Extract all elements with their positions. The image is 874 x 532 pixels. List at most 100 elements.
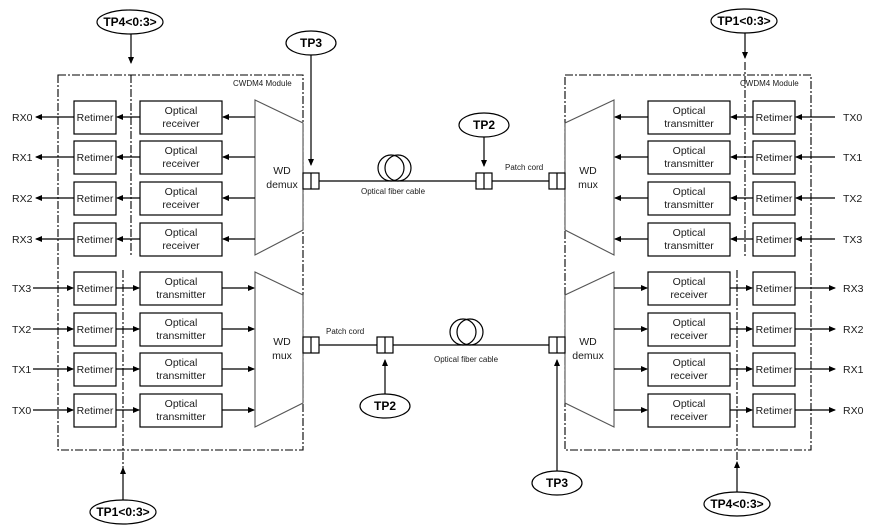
right-tx-retimer — [752, 222, 796, 257]
left-optical-transmitter — [139, 393, 223, 428]
right-rx-retimer — [752, 312, 796, 347]
right-receiver-label-1: Optical — [673, 317, 706, 329]
right-tx-retimer-label: Retimer — [756, 112, 793, 124]
right-receiver-label-1: Optical — [673, 276, 706, 288]
left-rx-signal: RX3 — [12, 234, 33, 246]
right-rx-signal: RX0 — [843, 405, 864, 417]
left-receiver-label-1: Optical — [165, 105, 198, 117]
right-rx-retimer — [752, 352, 796, 387]
bottom-fiber-cable-label: Optical fiber cable — [434, 355, 499, 364]
left-optical-transmitter — [139, 352, 223, 387]
left-wd-demux — [254, 99, 304, 256]
bottom-fiber-link — [302, 318, 566, 354]
left-transmitter-label-1: Optical — [165, 276, 198, 288]
right-tx-signal: TX3 — [843, 234, 862, 246]
right-rx-retimer — [752, 393, 796, 428]
right-rx-retimer-label: Retimer — [756, 405, 793, 417]
right-receiver-label-1: Optical — [673, 357, 706, 369]
right-mux-label-1: WD — [579, 165, 597, 177]
left-transmitter-label-1: Optical — [165, 398, 198, 410]
right-transmitter-label-1: Optical — [673, 105, 706, 117]
right-optical-transmitter — [647, 100, 731, 135]
right-rx-retimer-label: Retimer — [756, 283, 793, 295]
left-tx-retimer-label: Retimer — [77, 364, 114, 376]
tp4-bottom-right-label: TP4<0:3> — [710, 497, 763, 511]
left-rx-retimer-label: Retimer — [77, 112, 114, 124]
right-wd-mux — [564, 99, 615, 256]
left-receiver-label-1: Optical — [165, 227, 198, 239]
tp4-top-left-label: TP4<0:3> — [103, 15, 156, 29]
left-transmitter-label-1: Optical — [165, 317, 198, 329]
left-rx-retimer-label: Retimer — [77, 234, 114, 246]
right-rx-signal: RX2 — [843, 324, 864, 336]
left-mux-label-1: WD — [273, 336, 291, 348]
right-optical-receiver — [647, 271, 731, 306]
right-tx-signal: TX2 — [843, 193, 862, 205]
left-demux-label-2: demux — [266, 179, 298, 191]
right-receiver-label-2: receiver — [670, 289, 708, 301]
left-rx-retimer-label: Retimer — [77, 152, 114, 164]
tp3-top-label: TP3 — [300, 36, 322, 50]
left-wd-mux — [254, 271, 304, 428]
right-receiver-label-2: receiver — [670, 370, 708, 382]
left-tx-signal: TX3 — [12, 283, 31, 295]
left-module-label: CWDM4 Module — [233, 79, 292, 88]
left-tx-retimer-label: Retimer — [77, 324, 114, 336]
right-receiver-label-2: receiver — [670, 411, 708, 423]
right-wd-demux — [564, 271, 615, 428]
right-transmitter-label-2: transmitter — [664, 240, 714, 252]
tp2-top-label: TP2 — [473, 118, 495, 132]
right-transmitter-label-1: Optical — [673, 145, 706, 157]
right-receiver-label-2: receiver — [670, 330, 708, 342]
right-tx-signal: TX0 — [843, 112, 862, 124]
left-receiver-label-2: receiver — [162, 158, 200, 170]
left-module-boundary — [57, 74, 304, 451]
left-optical-receiver — [139, 181, 223, 216]
right-demux-label-2: demux — [572, 350, 604, 362]
left-tx-signal: TX2 — [12, 324, 31, 336]
left-rx-signal: RX0 — [12, 112, 33, 124]
left-transmitter-label-1: Optical — [165, 357, 198, 369]
right-rx-retimer-label: Retimer — [756, 364, 793, 376]
right-module-boundary — [564, 74, 812, 451]
right-transmitter-label-2: transmitter — [664, 158, 714, 170]
left-receiver-label-2: receiver — [162, 240, 200, 252]
top-fiber-link — [302, 154, 566, 190]
tp3-bottom-label: TP3 — [546, 476, 568, 490]
tp1-bottom-left-label: TP1<0:3> — [96, 505, 149, 519]
right-tx-signal: TX1 — [843, 152, 862, 164]
left-optical-transmitter — [139, 271, 223, 306]
right-module-label: CWDM4 Module — [740, 79, 799, 88]
tp1-top-right-label: TP1<0:3> — [717, 14, 770, 28]
left-demux-label-1: WD — [273, 165, 291, 177]
right-transmitter-label-1: Optical — [673, 186, 706, 198]
right-optical-transmitter — [647, 181, 731, 216]
right-transmitter-label-2: transmitter — [664, 199, 714, 211]
left-receiver-label-1: Optical — [165, 186, 198, 198]
tp2-bottom-label: TP2 — [374, 399, 396, 413]
left-mux-label-2: mux — [272, 350, 293, 362]
right-rx-signal: RX1 — [843, 364, 864, 376]
right-mux-label-2: mux — [578, 179, 599, 191]
top-fiber-cable-label: Optical fiber cable — [361, 187, 426, 196]
left-tx-retimer-label: Retimer — [77, 283, 114, 295]
left-rx-retimer — [73, 181, 117, 216]
left-tx-signal: TX0 — [12, 405, 31, 417]
bottom-patch-cord-label: Patch cord — [326, 327, 364, 336]
left-tx-retimer — [73, 271, 117, 306]
left-receiver-label-2: receiver — [162, 199, 200, 211]
tp1-top-right-ellipse — [710, 8, 778, 34]
left-transmitter-label-2: transmitter — [156, 370, 206, 382]
left-receiver-label-2: receiver — [162, 118, 200, 130]
left-transmitter-label-2: transmitter — [156, 330, 206, 342]
right-transmitter-label-1: Optical — [673, 227, 706, 239]
right-tx-retimer-label: Retimer — [756, 193, 793, 205]
right-rx-signal: RX3 — [843, 283, 864, 295]
left-tx-retimer-label: Retimer — [77, 405, 114, 417]
tp4-top-left-ellipse — [96, 9, 164, 35]
right-receiver-label-1: Optical — [673, 398, 706, 410]
left-rx-signal: RX1 — [12, 152, 33, 164]
right-rx-retimer-label: Retimer — [756, 324, 793, 336]
left-rx-retimer — [73, 140, 117, 175]
